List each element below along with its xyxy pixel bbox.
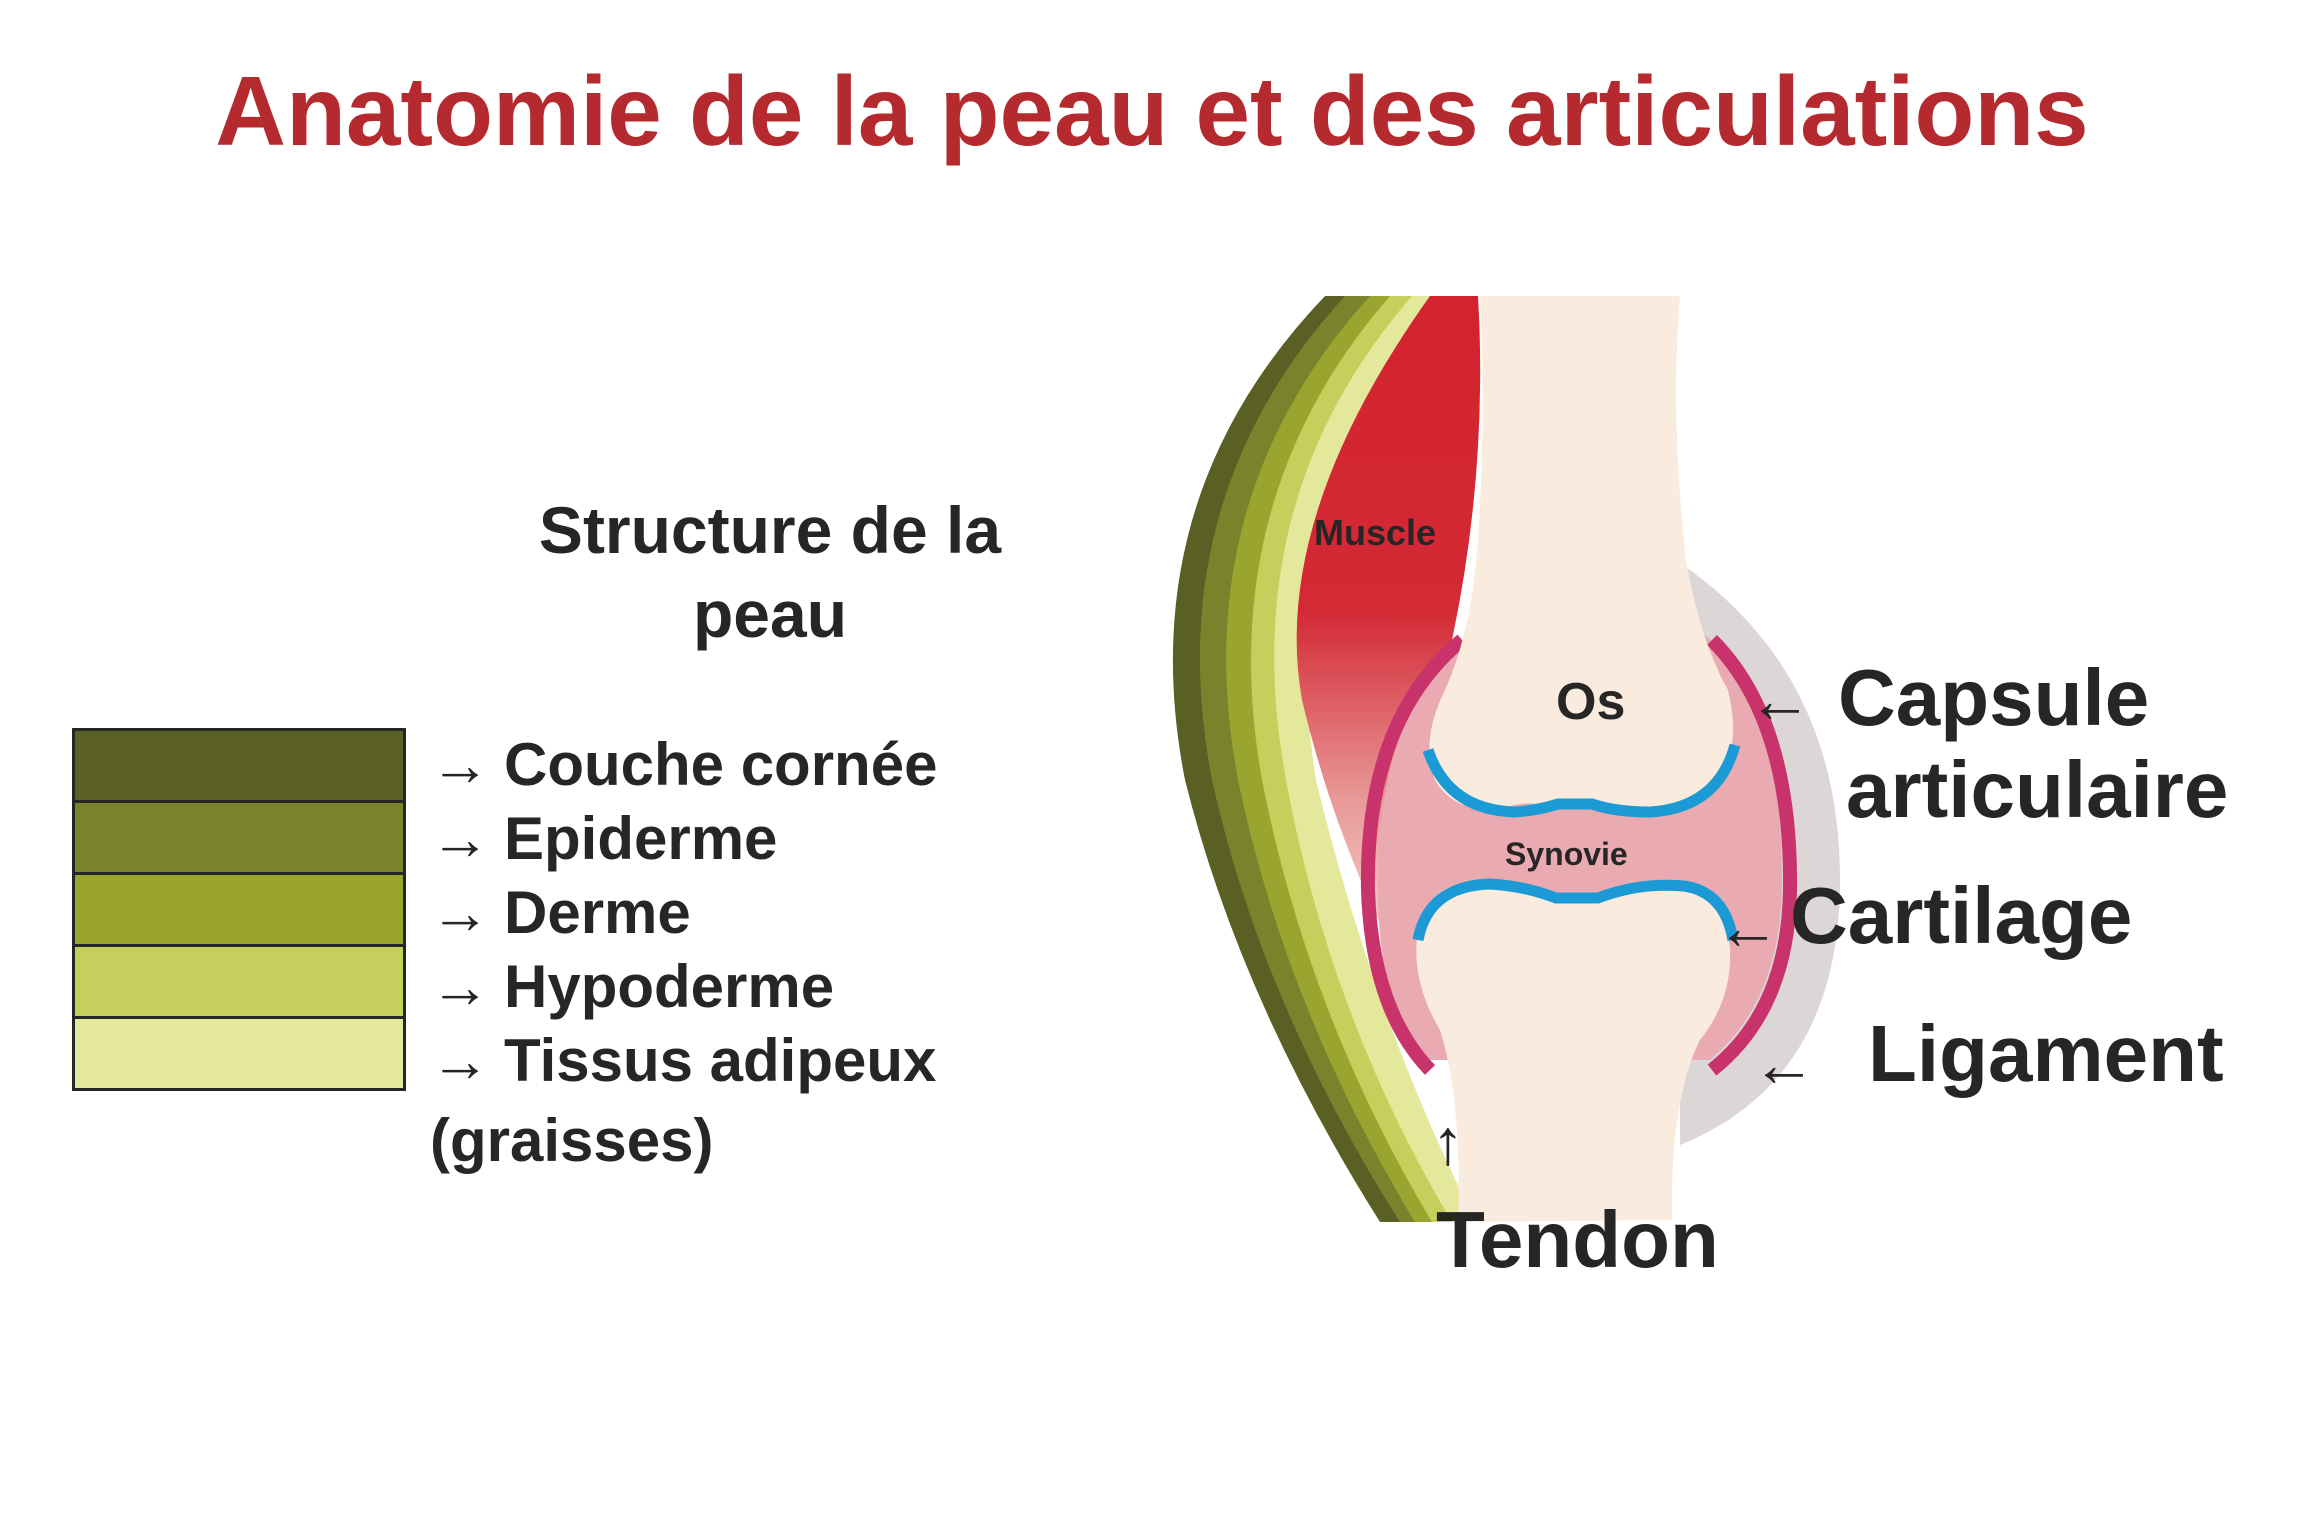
arrow-right-icon: → xyxy=(430,953,490,1020)
label-capsule-line1: Capsule xyxy=(1838,653,2150,742)
skin-structure-heading-line2: peau xyxy=(692,577,848,651)
label-ligament: Ligament xyxy=(1868,1009,2224,1098)
skin-structure-heading-line1: Structure de la xyxy=(538,493,1002,567)
skin-derme xyxy=(1226,296,1444,1222)
arrow-right-icon: → xyxy=(430,731,490,798)
arrow-right-icon: → xyxy=(430,879,490,946)
lower-cartilage xyxy=(1412,878,1739,942)
skin-hypoderme xyxy=(1251,296,1462,1222)
legend-label: Epiderme xyxy=(504,805,778,872)
arrow-up-icon: ↑ xyxy=(1432,1106,1464,1178)
legend-label: Hypoderme xyxy=(504,953,835,1020)
page-title: Anatomie de la peau et des articulations xyxy=(215,56,2089,166)
label-os: Os xyxy=(1556,673,1626,731)
arrow-left-icon: ← xyxy=(1716,891,1780,963)
label-cartilage: Cartilage xyxy=(1790,871,2133,960)
legend-item-epiderme: →Epiderme xyxy=(430,802,937,876)
legend-note-graisses: (graisses) xyxy=(430,1107,714,1174)
swatch-epiderme xyxy=(72,800,406,875)
legend-item-tissus-adipeux: →Tissus adipeux xyxy=(430,1024,937,1098)
legend-item-derme: →Derme xyxy=(430,876,937,950)
skin-tissus-adipeux xyxy=(1274,296,1476,1222)
legend-label: Couche cornée xyxy=(504,731,938,798)
lower-bone xyxy=(1416,881,1731,1222)
upper-cartilage xyxy=(1422,743,1741,818)
swatch-hypoderme xyxy=(72,944,406,1019)
legend-label: Tissus adipeux xyxy=(504,1027,937,1094)
legend-item-hypoderme: →Hypoderme xyxy=(430,950,937,1024)
legend-label: Derme xyxy=(504,879,691,946)
label-muscle: Muscle xyxy=(1314,512,1437,553)
capsule-articulaire-outline-right xyxy=(1707,635,1798,1076)
skin-layer-legend: →Couche cornée →Epiderme →Derme →Hypoder… xyxy=(430,728,937,1098)
label-capsule-articulaire: Capsule articulaire xyxy=(1838,652,2228,836)
capsule-articulaire-outline xyxy=(1360,634,1467,1075)
arrow-right-icon: → xyxy=(430,1027,490,1094)
arrow-left-icon: ← xyxy=(1748,664,1812,736)
legend-item-couche-cornee: →Couche cornée xyxy=(430,728,937,802)
skin-layer-swatches xyxy=(72,728,406,1091)
label-capsule-line2: articulaire xyxy=(1846,745,2229,834)
arrow-right-icon: → xyxy=(430,805,490,872)
label-synovie: Synovie xyxy=(1505,836,1628,872)
skin-structure-heading: Structure de la peau xyxy=(470,488,1070,656)
swatch-tissus-adipeux xyxy=(72,1016,406,1091)
label-tendon: Tendon xyxy=(1436,1195,1719,1284)
upper-bone xyxy=(1429,296,1734,812)
arrow-left-icon: ← xyxy=(1752,1028,1816,1100)
